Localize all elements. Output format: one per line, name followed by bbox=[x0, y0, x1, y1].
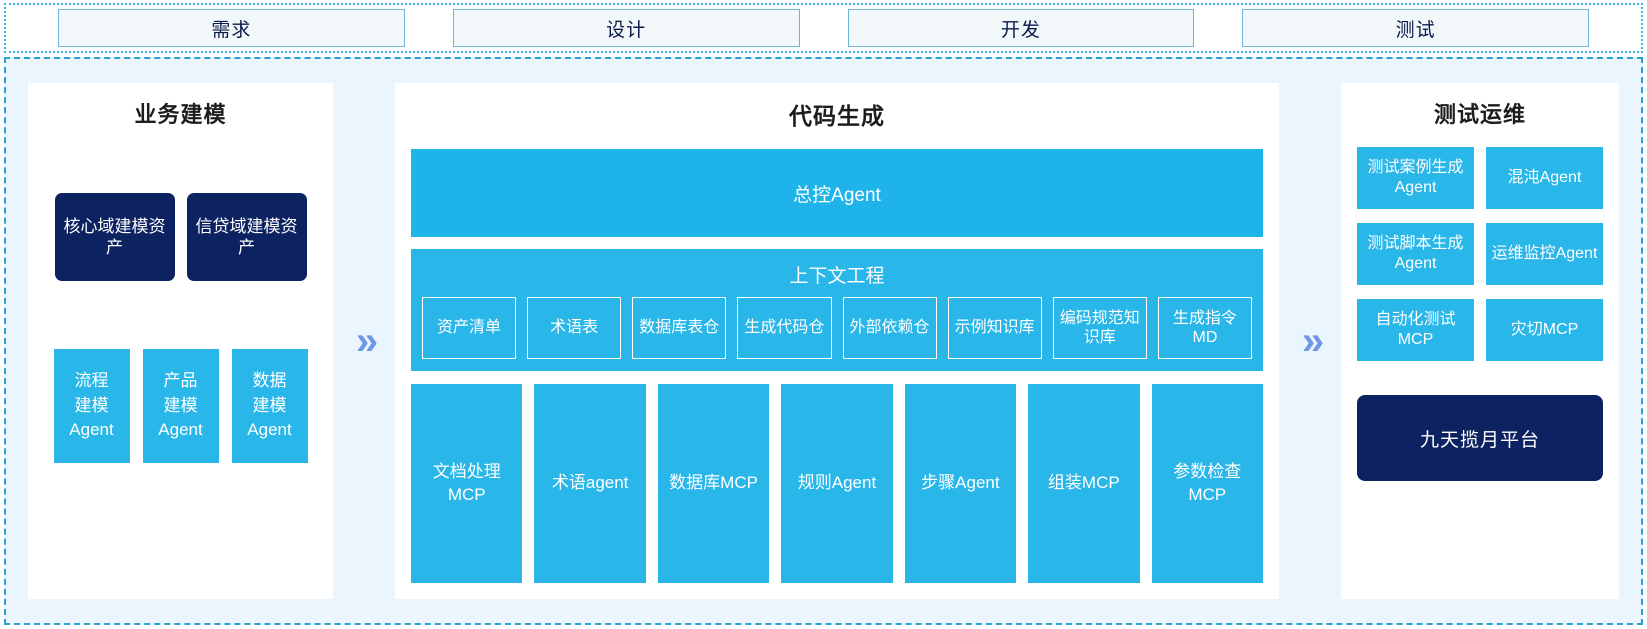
ops-box-label: 灾切MCP bbox=[1510, 321, 1579, 338]
context-item-label: 生成指令MD bbox=[1172, 309, 1237, 346]
ops-chaos-agent[interactable]: 混沌Agent bbox=[1486, 147, 1603, 209]
stage-tab-label: 需求 bbox=[211, 19, 252, 41]
context-item-example-knowledge-base[interactable]: 示例知识库 bbox=[947, 297, 1042, 359]
controller-agent-bar[interactable]: 总控Agent bbox=[411, 149, 1263, 237]
modeling-agent-label: 数据 建模 Agent bbox=[247, 371, 292, 440]
stage-strip: 需求 设计 开发 测试 bbox=[4, 3, 1643, 53]
tool-box-label: 组装MCP bbox=[1047, 473, 1120, 493]
ops-item-grid: 测试案例生成Agent 混沌Agent 测试脚本生成Agent 运维监控Agen… bbox=[1357, 147, 1603, 361]
context-item-external-dependency-repo[interactable]: 外部依赖仓 bbox=[842, 297, 937, 359]
tool-rule-agent[interactable]: 规则Agent bbox=[781, 384, 893, 583]
panel-code-generation: 代码生成 总控Agent 上下文工程 资产清单 术语表 数据库表仓 bbox=[395, 83, 1279, 599]
context-item-label: 生成代码仓 bbox=[744, 319, 825, 337]
ops-box-label: 混沌Agent bbox=[1507, 169, 1582, 186]
tool-box-label: 参数检查MCP bbox=[1173, 462, 1242, 504]
context-item-label: 外部依赖仓 bbox=[849, 319, 930, 337]
platform-box-label: 九天揽月平台 bbox=[1419, 429, 1540, 451]
main-content-area: 业务建模 核心域建模资产 信贷域建模资产 流程 建模 Agent 产品 建模 A… bbox=[4, 57, 1643, 625]
flow-arrow-left: » bbox=[333, 83, 395, 599]
tool-box-label: 文档处理MCP bbox=[432, 462, 501, 504]
asset-box-core-domain[interactable]: 核心域建模资产 bbox=[54, 193, 175, 281]
asset-box-label: 信贷域建模资产 bbox=[195, 216, 298, 257]
tool-doc-processing-mcp[interactable]: 文档处理MCP bbox=[411, 384, 523, 583]
context-item-label: 数据库表仓 bbox=[639, 319, 720, 337]
context-engineering-title: 上下文工程 bbox=[789, 266, 885, 287]
stage-tab-requirements[interactable]: 需求 bbox=[58, 9, 405, 47]
modeling-agent-process[interactable]: 流程 建模 Agent bbox=[53, 349, 130, 463]
stage-tab-label: 测试 bbox=[1395, 19, 1436, 41]
asset-box-row: 核心域建模资产 信贷域建模资产 bbox=[44, 193, 317, 281]
ops-test-script-generation-agent[interactable]: 测试脚本生成Agent bbox=[1357, 223, 1474, 285]
ops-test-case-generation-agent[interactable]: 测试案例生成Agent bbox=[1357, 147, 1474, 209]
tool-box-label: 数据库MCP bbox=[669, 473, 758, 493]
tool-box-label: 规则Agent bbox=[797, 473, 877, 493]
ops-automated-test-mcp[interactable]: 自动化测试MCP bbox=[1357, 299, 1474, 361]
ops-box-label: 自动化测试MCP bbox=[1375, 311, 1456, 348]
tool-box-row: 文档处理MCP 术语agent 数据库MCP 规则Agent 步骤Agent 组… bbox=[411, 384, 1263, 583]
context-item-generation-instruction-md[interactable]: 生成指令MD bbox=[1157, 297, 1252, 359]
ops-box-label: 运维监控Agent bbox=[1491, 245, 1598, 262]
asset-box-credit-domain[interactable]: 信贷域建模资产 bbox=[186, 193, 307, 281]
double-chevron-right-icon: » bbox=[1301, 319, 1324, 363]
context-item-label: 示例知识库 bbox=[954, 319, 1035, 337]
ops-disaster-recovery-mcp[interactable]: 灾切MCP bbox=[1486, 299, 1603, 361]
panel-business-modeling: 业务建模 核心域建模资产 信贷域建模资产 流程 建模 Agent 产品 建模 A… bbox=[28, 83, 333, 599]
modeling-agent-label: 产品 建模 Agent bbox=[158, 371, 203, 440]
tool-parameter-check-mcp[interactable]: 参数检查MCP bbox=[1151, 384, 1263, 583]
asset-box-label: 核心域建模资产 bbox=[63, 216, 166, 257]
tool-box-label: 术语agent bbox=[551, 473, 629, 493]
panel-title: 测试运维 bbox=[1433, 102, 1526, 127]
stage-tab-testing[interactable]: 测试 bbox=[1242, 9, 1589, 47]
context-item-row: 资产清单 术语表 数据库表仓 生成代码仓 外部依赖仓 示例知 bbox=[422, 297, 1252, 359]
stage-tab-label: 设计 bbox=[606, 19, 647, 41]
modeling-agent-data[interactable]: 数据 建模 Agent bbox=[231, 349, 308, 463]
ops-monitoring-agent[interactable]: 运维监控Agent bbox=[1486, 223, 1603, 285]
panel-title: 代码生成 bbox=[789, 103, 885, 129]
stage-tab-label: 开发 bbox=[1000, 19, 1041, 41]
context-item-label: 术语表 bbox=[550, 319, 599, 337]
panel-test-ops: 测试运维 测试案例生成Agent 混沌Agent 测试脚本生成Agent 运维监… bbox=[1341, 83, 1619, 599]
tool-assembly-mcp[interactable]: 组装MCP bbox=[1028, 384, 1140, 583]
controller-agent-label: 总控Agent bbox=[793, 184, 881, 206]
context-item-asset-inventory[interactable]: 资产清单 bbox=[422, 297, 517, 359]
context-item-generated-code-repo[interactable]: 生成代码仓 bbox=[737, 297, 832, 359]
stage-tab-development[interactable]: 开发 bbox=[847, 9, 1195, 47]
stage-tab-design[interactable]: 设计 bbox=[452, 9, 800, 47]
modeling-agent-label: 流程 建模 Agent bbox=[69, 371, 114, 440]
platform-box-jiutian[interactable]: 九天揽月平台 bbox=[1357, 395, 1603, 481]
context-engineering-block: 上下文工程 资产清单 术语表 数据库表仓 生成代码仓 外部依赖仓 bbox=[411, 249, 1263, 371]
modeling-agent-product[interactable]: 产品 建模 Agent bbox=[142, 349, 219, 463]
tool-box-label: 步骤Agent bbox=[921, 473, 1000, 493]
tool-database-mcp[interactable]: 数据库MCP bbox=[657, 384, 770, 583]
modeling-agent-row: 流程 建模 Agent 产品 建模 Agent 数据 建模 Agent bbox=[44, 349, 317, 463]
context-item-glossary[interactable]: 术语表 bbox=[527, 297, 622, 359]
double-chevron-right-icon: » bbox=[355, 319, 378, 363]
tool-step-agent[interactable]: 步骤Agent bbox=[904, 384, 1017, 583]
ops-box-label: 测试案例生成Agent bbox=[1367, 159, 1464, 196]
context-item-label: 资产清单 bbox=[437, 319, 502, 337]
context-item-coding-standard-knowledge-base[interactable]: 编码规范知识库 bbox=[1052, 297, 1147, 359]
ops-box-label: 测试脚本生成Agent bbox=[1367, 235, 1464, 272]
panel-title: 业务建模 bbox=[134, 102, 227, 127]
tool-glossary-agent[interactable]: 术语agent bbox=[534, 384, 646, 583]
context-item-label: 编码规范知识库 bbox=[1059, 309, 1140, 346]
flow-arrow-right: » bbox=[1279, 83, 1341, 599]
context-item-db-table-repo[interactable]: 数据库表仓 bbox=[632, 297, 727, 359]
